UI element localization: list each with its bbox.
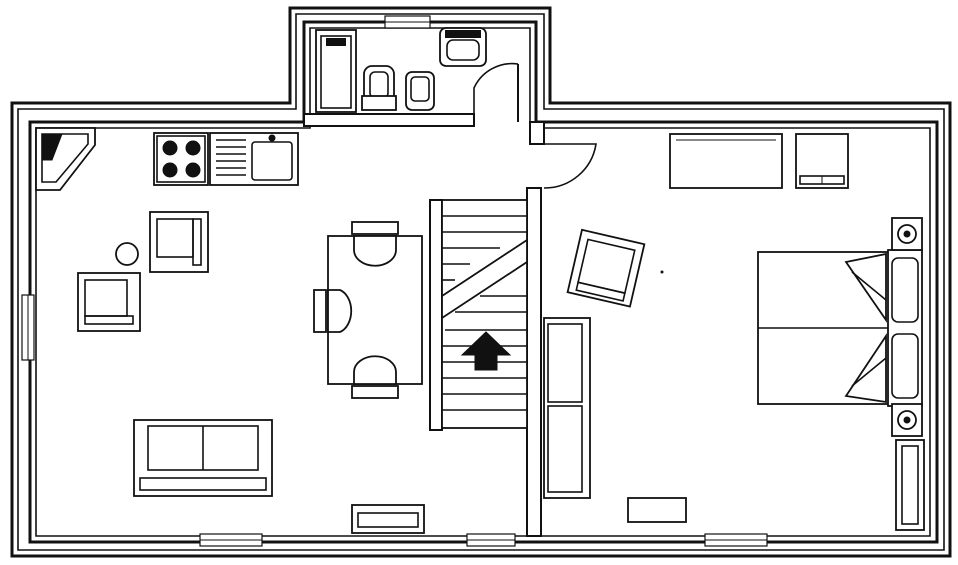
sofa [543,317,591,499]
rug [627,497,687,523]
sideboard [351,504,425,534]
armchair [149,211,209,273]
chair [313,289,353,333]
kitchen [35,127,299,191]
shower [315,29,357,113]
toilet [361,65,397,111]
bedroom [543,133,925,531]
bidet [405,71,435,111]
shelf [895,439,925,531]
nightstand [891,217,923,251]
staircase [441,199,528,429]
side-table [115,242,139,266]
doors [473,62,597,189]
sofa [133,419,273,497]
nightstand [891,403,923,437]
chest [795,133,849,189]
chair [351,355,399,399]
windows [21,15,768,547]
bathroom [315,27,487,113]
armchair [566,228,646,308]
living-area [77,211,425,534]
up-arrow-icon [460,331,512,371]
sink [209,132,299,186]
stove [153,132,209,186]
armchair [77,272,141,332]
double-bed [757,249,923,407]
interior-walls [303,113,545,537]
wardrobe [669,133,783,189]
washbasin [439,27,487,67]
fireplace [35,127,96,191]
chair [351,221,399,267]
